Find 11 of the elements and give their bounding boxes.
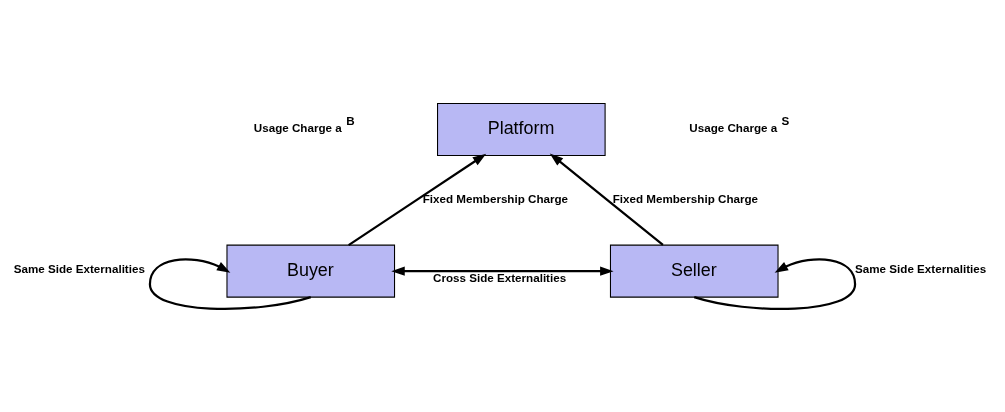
edge-label: Fixed Membership Charge (422, 191, 569, 204)
node-box: Seller (609, 244, 779, 298)
edge-label: Same Side Externalities (13, 261, 145, 275)
node-box: Buyer (226, 244, 396, 298)
arrow (549, 152, 664, 246)
arrow (348, 153, 487, 246)
arrow (391, 265, 614, 276)
edge-label: Same Side Externalities (855, 261, 987, 275)
edge-label: Cross Side Externalities (433, 270, 567, 284)
node-box: Platform (437, 102, 606, 156)
edge-label: Fixed Membership Charge (612, 191, 759, 204)
